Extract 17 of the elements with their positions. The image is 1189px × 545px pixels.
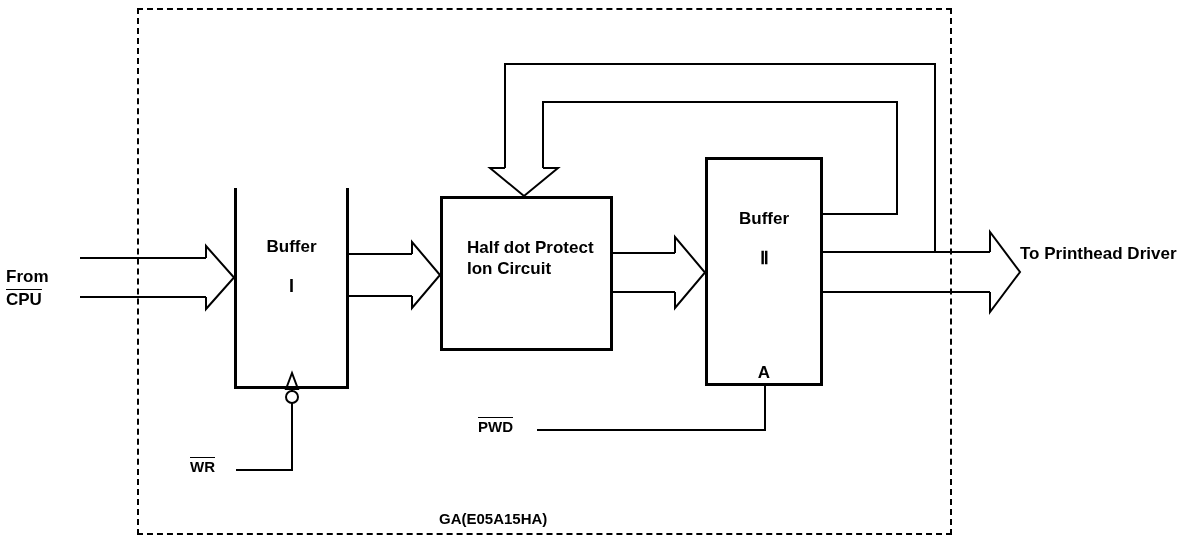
block-title: Half dot Protect Ion Circuit: [467, 237, 595, 279]
signal-label: CPU: [6, 291, 42, 308]
signal-label: WR: [190, 459, 216, 474]
signal-label: PWD: [478, 419, 514, 434]
circuit-box: [440, 196, 613, 351]
signal-line: [536, 385, 766, 431]
signal-label: From: [6, 268, 50, 285]
block-numeral: Ⅱ: [759, 249, 769, 267]
block-suffix: A: [757, 364, 771, 381]
block-numeral: I: [289, 277, 294, 295]
block-title: Buffer: [737, 210, 791, 227]
buffer-box: [234, 188, 349, 389]
block-label: GA(E05A15HA): [439, 511, 548, 526]
gate-array-boundary: [137, 8, 952, 535]
output-label: To Printhead Driver: [1020, 244, 1178, 263]
block-title: Buffer: [265, 238, 318, 255]
buffer-box: [705, 157, 823, 386]
